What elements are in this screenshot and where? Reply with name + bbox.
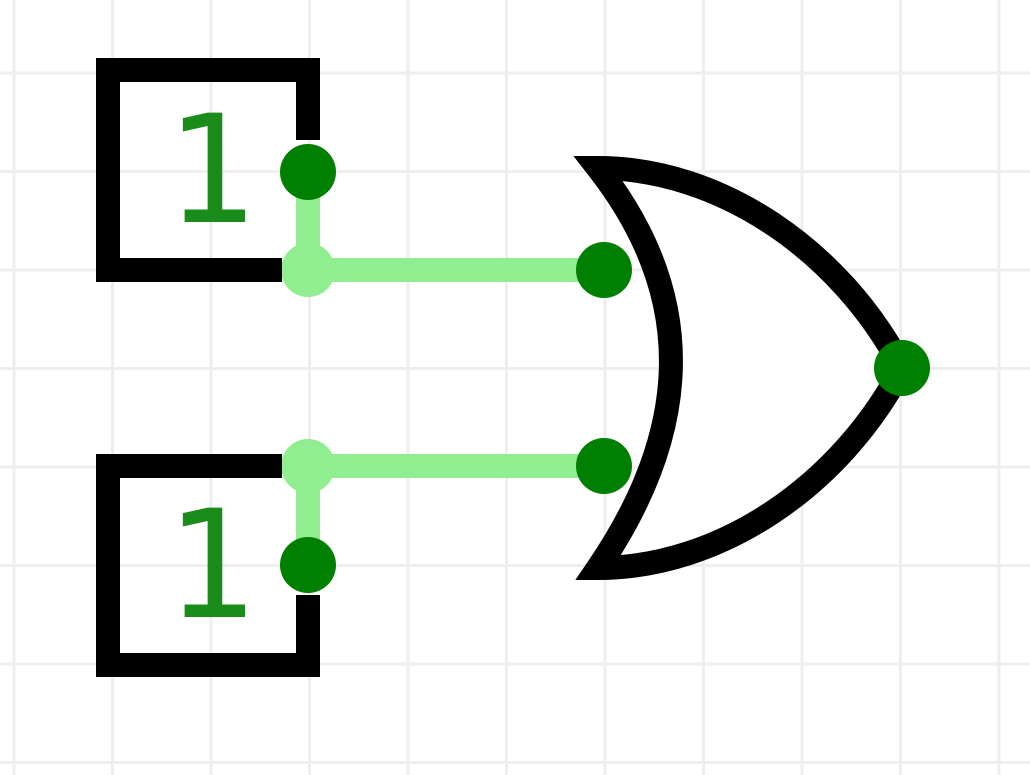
input-b-value: 1	[165, 479, 255, 653]
wire-junction-a	[281, 243, 335, 297]
wire-input-a[interactable]	[281, 160, 616, 297]
input-switch-a[interactable]: 1	[96, 58, 336, 282]
or-gate-output-pin[interactable]	[874, 340, 930, 396]
input-b-output-pin[interactable]	[280, 537, 336, 593]
input-a-value: 1	[165, 84, 255, 258]
wire-junction-b	[281, 439, 335, 493]
or-gate-input-pin-1[interactable]	[576, 242, 632, 298]
input-a-output-pin[interactable]	[280, 144, 336, 200]
wire-input-b[interactable]	[281, 439, 616, 577]
or-gate[interactable]	[573, 155, 930, 581]
input-switch-b[interactable]: 1	[96, 454, 336, 677]
or-gate-input-pin-2[interactable]	[576, 438, 632, 494]
